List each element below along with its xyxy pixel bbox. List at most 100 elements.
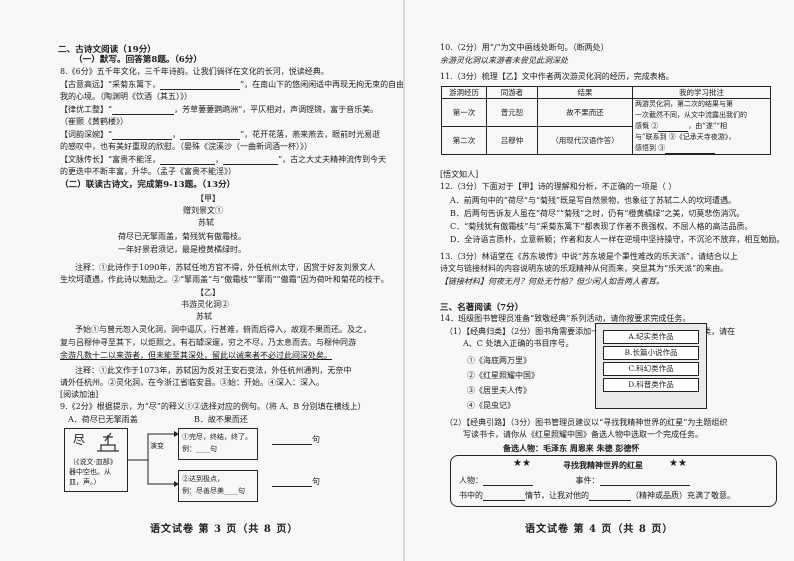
q12-option-c: C．“菊残犹有傲霜枝”与“采菊东篱下”都表现了作者不畏强权、不屈人格的高洁品质。 (450, 222, 753, 231)
section-3-title: 三、名著阅读（7分） (440, 303, 524, 313)
q14-2-line-1: （2）【经典引路】（3分）图书管理员建议以“寻找我精神世界的红星”为主题组织 (445, 418, 728, 427)
meaning-box-1: ①完尽，终结，终了。 例：____句 (178, 428, 258, 460)
note-line: 感悟到 ③ (635, 143, 768, 154)
question-11-title: 11.（3分）梳理【乙】文中作者两次游灵化洞的经历，完成表格。 (440, 72, 674, 81)
plot-blank[interactable] (483, 491, 525, 501)
prose-yi-title: 书游灵化洞② (181, 300, 229, 309)
poem-jia-label: 【甲】 (196, 194, 220, 203)
dict-source: （《说文·皿部》 (69, 458, 117, 466)
section-title: 二、古诗文阅读（19分） (58, 45, 156, 55)
poem-jia-title: 赠刘景文① (183, 206, 223, 215)
answer-blank-4[interactable] (180, 130, 241, 140)
question-10-text: 余游灵化洞以来游者未尝见此洞深处 (440, 56, 568, 65)
q12-option-d: D．全诗语言质朴，立意新颖；作者和友人一样在逆境中坚持操守，不沉沦不放弃，相互勉… (450, 235, 785, 244)
ancient-character-icon (97, 432, 119, 452)
event-blank[interactable] (599, 476, 690, 486)
reading-label: [阅读加油] (60, 390, 99, 399)
question-12-title: 12.（3分）下面对于【甲】诗的理解和分析，不正确的一项是（ ） (440, 182, 677, 191)
q12-option-b: B．后两句告诉友人虽在“荷尽”“菊残”之时，仍有“橙黄橘绿”之美，切莫悲伤消沉。 (450, 209, 745, 218)
star-icon: ★★ (669, 458, 687, 469)
card-title: 寻找我精神世界的红星 (563, 460, 643, 470)
poem-jia-note-2: 生坎坷遭遇，作此诗以勉励之。②“擎雨盖”与“傲霜枝”“擎雨”“傲霜”因为荷叶和菊… (60, 275, 389, 284)
prose-yi-note-2: 请外任杭州。②灵化洞，在今浙江省临安县。③始：开始。④深入：深入。 (60, 378, 324, 387)
bookshelf: A.纪实类作品 B.长篇小说作品 C.科幻类作品 D.科普类作品 (595, 323, 707, 409)
page-footer: 语文试卷 第 3 页（共 8 页） (150, 524, 299, 535)
poem-jia-line-1: 荷尽已无擎雨盖，菊残犹有傲霜枝。 (118, 232, 246, 241)
answer-blank-2[interactable] (112, 105, 175, 115)
table-header: 我的学习批注 (632, 86, 771, 99)
right-page: 10.（2分）用“/”为文中画线处断句。（断两处） 余游灵化洞以来游者未尝见此洞… (405, 0, 794, 561)
page-footer: 语文试卷 第 4 页（共 8 页） (525, 524, 674, 535)
answer-line-2[interactable]: 句 (272, 477, 320, 487)
subsection-title-2: （二）联读古诗文，完成第9-13题。（13分） (60, 180, 236, 190)
note-blank[interactable] (658, 123, 689, 132)
q14-2-line-2: 写读书卡，请你从《红星照耀中国》备选人物中选取一个完成任务。 (463, 430, 703, 439)
q8-line-b: 【律优工整】“，芳草萋萋鹦鹉洲”，平仄相对，声调铿锵，富于音乐美。 (60, 105, 379, 115)
card-line-2: 书中的情节，让我对他的（精神或品质）充满了敬意。 (459, 491, 735, 501)
person-blank[interactable] (483, 476, 533, 486)
book-option: ④《昆虫记》 (467, 401, 515, 410)
reading-card: ★★ 寻找我精神世界的红星 ★★ 人物： 事件： 书中的情节，让我对他的（精神或… (450, 455, 777, 507)
meaning-2-example: 例：尽善尽美____句 (182, 487, 245, 495)
table-cell[interactable]: （用现代汉语作答） (537, 126, 633, 155)
insight-label: [悟文知人] (440, 170, 479, 179)
book-option: ②《红星照耀中国》 (467, 371, 539, 380)
q8-line-b2: （崔颢《黄鹤楼》） (60, 117, 128, 126)
left-page: 二、古诗文阅读（19分） （一）默写。回答第8题。（6分） 8.《6分》五千年文… (58, 45, 405, 535)
q9-option-b: B．故不果而还 (194, 415, 248, 424)
meaning-1-example: 例：____句 (182, 445, 217, 453)
shelf-slot-c[interactable]: C.科幻类作品 (603, 362, 699, 376)
candidate-list: 备选人物：毛泽东 周恩来 朱德 彭德怀 (503, 443, 640, 453)
table-cell: 第二次 (441, 126, 487, 155)
dict-def-1: 器中空也。从 (69, 468, 111, 476)
note-line: 感慨 ②，由“遂”“相 (635, 122, 727, 132)
note-line: 两游灵化洞，第二次的结果与第 (635, 100, 733, 108)
note-blank[interactable] (665, 145, 716, 154)
dictionary-box: 尽 （《说文·皿部》 器中空也。从 皿，声。） (64, 428, 128, 492)
book-option: ③《居里夫人传》 (467, 386, 531, 395)
q8-line-d: 【文脉传长】“富贵不能淫，，”，古之大丈夫精神流传到今天 (60, 155, 387, 165)
prose-yi-para-3: 余游凡数十二以来游者，但未能至其深处，留此以诫来者不必过此间深处矣。 (60, 351, 332, 360)
prose-yi-author: 苏轼 (196, 312, 212, 321)
page-fold (403, 0, 406, 561)
table-header: 游洞经历 (441, 86, 487, 99)
answer-blank-1[interactable] (160, 80, 241, 90)
derive-label: 演变 (150, 442, 164, 450)
shelf-slot-d: D.科普类作品 (603, 378, 699, 392)
answer-blank-6[interactable] (223, 155, 279, 165)
q8-line-a: 【古意高远】“采菊东篱下，”，在南山下的悠闲闲适中再现无拘无束的自由，淡然忘 (60, 80, 405, 90)
book-option: ①《海底两万里》 (467, 356, 531, 365)
subsection-title: （一）默写。回答第8题。（6分） (74, 55, 202, 65)
q8-line-d2: 的更迭中不断丰富，升华。（孟子《富贵不能淫》） (60, 167, 236, 176)
answer-line-1[interactable]: 句 (272, 435, 320, 445)
question-13-link: 【链接材料】何夜无月？何处无竹柏？但少闲人如吾两人者耳。 (440, 277, 664, 286)
card-line-1: 人物： 事件： (459, 476, 690, 486)
character-glyph: 尽 (73, 433, 86, 447)
spirit-blank[interactable] (589, 491, 631, 501)
question-14-title: 14．班级图书管理员准备“致敬经典”系列活动，请你按要求完成任务。 (440, 314, 691, 323)
prose-yi-label: 【乙】 (196, 288, 220, 297)
dict-def-2: 皿，声。） (69, 478, 101, 486)
prose-yi-para-1: 予始①与曾元恕入灵化洞，洞中逼仄，行甚难，俯而后得入，故观不果而还。及之， (75, 325, 371, 334)
shelf-slot-b: B.长篇小说作品 (603, 346, 699, 360)
q14-1-line-2: A、C 处填入正确的书目序号。 (463, 339, 574, 348)
derivation-arrows (128, 431, 179, 487)
answer-blank-3[interactable] (112, 130, 173, 140)
question-13-line-1: 13.（3分）林语堂在《苏东坡传》中说“苏东坡是个秉性难改的乐天派”，请结合以上 (440, 252, 738, 261)
q8-line-c: 【词韵深婉】“，”，花开花落，燕来燕去，眼前时光易逝 (60, 130, 381, 140)
poem-jia-author: 苏轼 (198, 218, 214, 227)
table-cell: 第一次 (441, 98, 487, 127)
poem-jia-line-2: 一年好景君须记，最是橙黄橘绿时。 (118, 245, 246, 254)
table-cell: 吕穆仲 (486, 126, 538, 155)
shelf-slot-a[interactable]: A.纪实类作品 (603, 330, 699, 344)
experience-table: 游洞经历 同游者 结果 我的学习批注 第一次 曾元恕 故不果而还 两游灵化洞，第… (441, 86, 771, 155)
poem-jia-note-1: 注释：①此诗作于1090年，苏轼任地方官不得，外任杭州太守，因赏于好友刘景文人 (75, 263, 376, 272)
meaning-box-2: ②达到极点， 例：尽善尽美____句 (178, 470, 258, 502)
answer-blank-5[interactable] (160, 155, 216, 165)
table-cell: 故不果而还 (537, 98, 633, 127)
meaning-1: ①完尽，终结，终了。 (182, 433, 252, 441)
q12-option-a: A．前两句中的“荷尽”与“菊残”既是写自然景物，也象征了苏轼二人的坎坷遭遇。 (450, 196, 737, 205)
table-header: 结果 (537, 86, 633, 99)
meaning-2: ②达到极点， (182, 475, 224, 483)
question-9-title: 9.《2分》根据提示，为“尽”的释义①②选择对应的例句。（将 A、B 分别填在横… (60, 402, 366, 411)
